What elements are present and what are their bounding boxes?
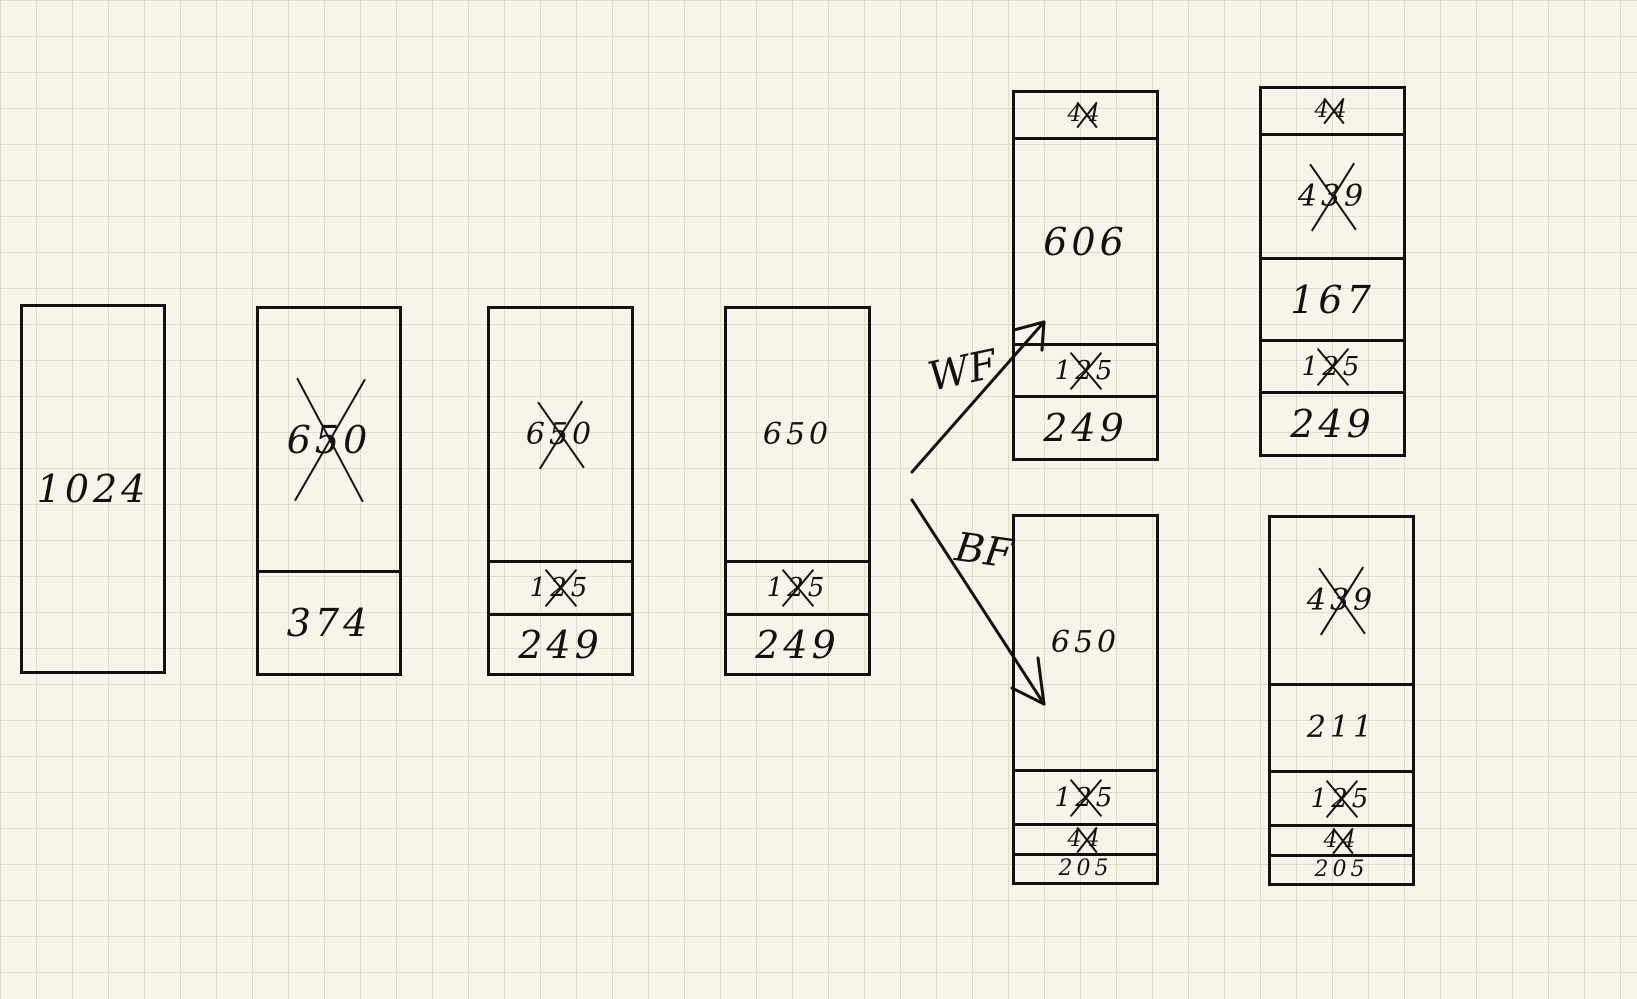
segment-value: 650 [525,416,596,452]
segment-value: 249 [1290,402,1375,446]
segment: 650 [490,309,631,560]
segment: 439 [1271,518,1412,683]
segment-value: 249 [1043,406,1128,450]
segment: 374 [259,570,399,673]
segment: 125 [1015,343,1156,395]
segment-value: 44 [1323,827,1360,853]
segment: 650 [727,309,868,560]
segment-value: 125 [1301,351,1364,382]
segment: 44 [1271,824,1412,854]
segment: 125 [490,560,631,613]
segment-value: 125 [1310,783,1373,814]
segment-value: 167 [1290,277,1375,322]
segment: 205 [1271,854,1412,883]
segment-value: 205 [1058,856,1113,881]
segment: 1024 [23,307,163,671]
segment: 44 [1262,89,1403,133]
bf-label: BF [952,524,1016,578]
segment-value: 44 [1067,826,1104,852]
segment-value: 249 [755,622,840,667]
segment-value: 374 [286,601,372,645]
segment-value: 606 [1043,219,1128,264]
segment-value: 125 [1054,782,1117,813]
block-initial: 1024 [20,304,166,674]
segment: 249 [1262,391,1403,454]
segment-value: 650 [1050,625,1121,660]
segment-value: 125 [1054,355,1117,386]
segment-value: 249 [518,622,603,667]
segment: 125 [1271,770,1412,824]
segment-value: 211 [1306,710,1377,745]
segment-value: 1024 [36,467,150,511]
segment-value: 125 [766,573,829,603]
segment-value: 44 [1067,102,1104,127]
segment: 125 [1262,339,1403,391]
segment: 606 [1015,137,1156,343]
segment: 650 [259,309,399,570]
segment-value: 439 [1306,582,1377,618]
block-wf-2: 44 439 167 125 249 [1259,86,1406,457]
block-wf-1: 44 606 125 249 [1012,90,1159,461]
block-bf-1: 650 125 44 205 [1012,514,1159,885]
block-step-2: 650 125 249 [487,306,634,676]
segment: 249 [1015,395,1156,458]
segment: 44 [1015,823,1156,853]
segment: 205 [1015,853,1156,882]
segment: 439 [1262,133,1403,257]
block-step-1: 650 374 [256,306,402,676]
segment-value: 205 [1314,857,1369,882]
segment: 125 [1015,769,1156,823]
segment-value: 125 [529,573,592,603]
segment: 650 [1015,517,1156,769]
segment-value: 650 [286,417,372,462]
block-step-3: 650 125 249 [724,306,871,676]
segment: 44 [1015,93,1156,137]
wf-label: WF [923,341,1001,401]
segment-value: 44 [1314,98,1351,123]
segment: 249 [490,613,631,673]
segment: 211 [1271,683,1412,770]
block-bf-2: 439 211 125 44 205 [1268,515,1415,886]
segment: 167 [1262,257,1403,339]
segment-value: 650 [762,416,833,452]
segment-value: 439 [1297,178,1368,214]
segment: 125 [727,560,868,613]
segment: 249 [727,613,868,673]
